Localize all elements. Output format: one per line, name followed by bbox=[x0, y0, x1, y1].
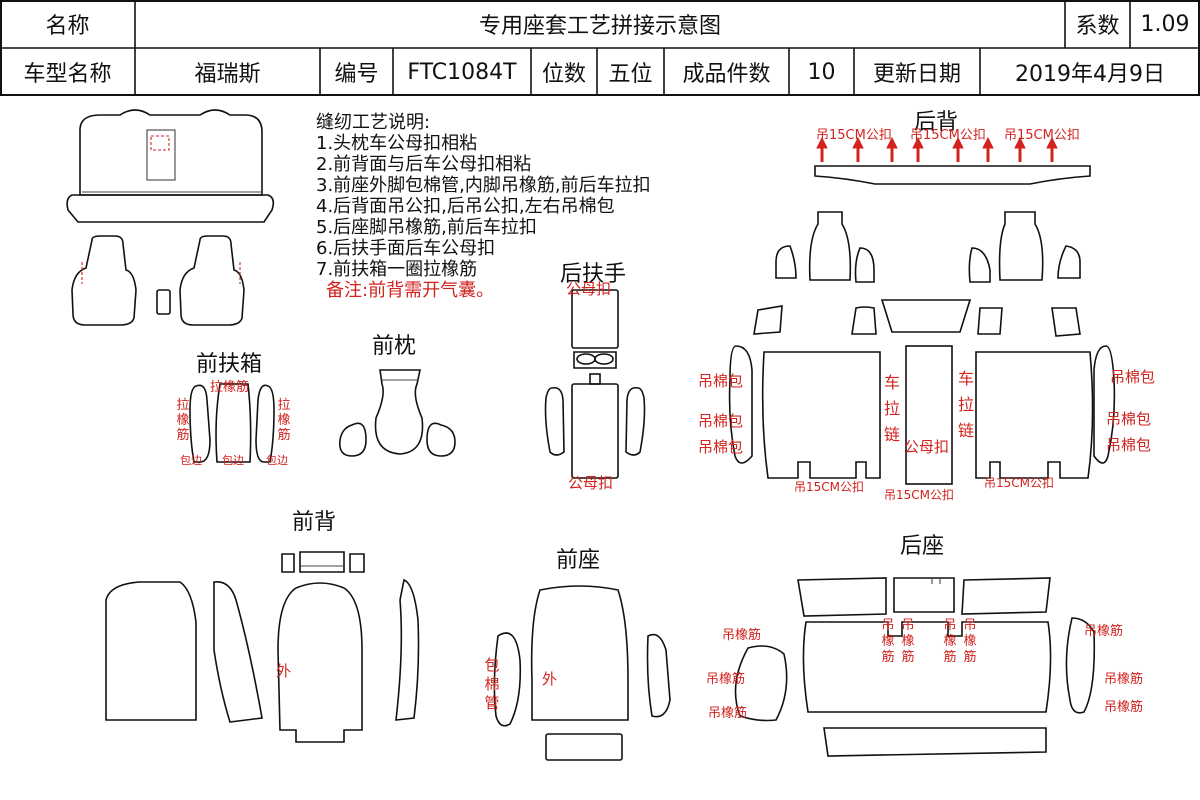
note-line-1: 1.头枕车公母扣相粘 bbox=[316, 133, 478, 154]
label-zipper-1: 车拉链 bbox=[884, 373, 901, 444]
section-rear-armrest: 后扶手 bbox=[560, 262, 627, 287]
label-cotton-bag-3: 吊棉包 bbox=[698, 438, 744, 456]
note-line-4: 4.后背面吊公扣,后吊公扣,左右吊棉包 bbox=[316, 196, 615, 217]
label-cotton-tube: 包棉管 bbox=[484, 656, 500, 712]
model-value: 福瑞斯 bbox=[194, 62, 261, 87]
label-rear-elastic-6: 吊橡筋 bbox=[1104, 700, 1144, 715]
sewing-notes: 缝纫工艺说明: 1.头枕车公母扣相粘 2.前背面与后车公母扣相粘 3.前座外脚包… bbox=[316, 112, 651, 301]
hang-arrows bbox=[816, 136, 1058, 162]
rear-back-pieces bbox=[728, 165, 1116, 485]
pieces-value: 10 bbox=[807, 59, 836, 85]
label-cotton-bag-6: 吊棉包 bbox=[1106, 436, 1152, 454]
header-table: 名称 专用座套工艺拼接示意图 系数 1.09 车型名称 福瑞斯 编号 FTC10… bbox=[0, 0, 1200, 96]
label-rear-elastic-1: 吊橡筋 bbox=[722, 628, 762, 643]
label-cotton-bag-4: 吊棉包 bbox=[1110, 368, 1156, 386]
section-front-console: 前扶箱 bbox=[196, 352, 263, 377]
section-rear-back: 后背 bbox=[914, 110, 959, 135]
label-male-button-rear-back: 公母扣 bbox=[904, 438, 950, 456]
label-rear-elastic-v4: 吊橡筋 bbox=[963, 618, 977, 665]
label-outer-front-seat: 外 bbox=[542, 670, 558, 688]
label-rear-elastic-3: 吊橡筋 bbox=[708, 706, 748, 721]
code-value: FTC1084T bbox=[407, 59, 517, 85]
note-line-3: 3.前座外脚包棉管,内脚吊橡筋,前后车拉扣 bbox=[316, 175, 651, 196]
label-zipper-2: 车拉链 bbox=[958, 369, 975, 440]
label-outer-front-back: 外 bbox=[276, 662, 292, 680]
rear-seat-pieces bbox=[734, 577, 1096, 757]
label-hang-15cm-3: 吊15CM公扣 bbox=[1004, 128, 1080, 143]
date-value: 2019年4月9日 bbox=[1015, 62, 1165, 87]
coefficient-label: 系数 bbox=[1075, 14, 1120, 39]
label-hang-15cm-5: 吊15CM公扣 bbox=[884, 488, 955, 502]
notes-heading: 缝纫工艺说明: bbox=[316, 112, 431, 133]
rear-armrest-pieces bbox=[544, 289, 646, 479]
label-binding-2: 包边 bbox=[222, 454, 244, 467]
note-line-2: 2.前背面与后车公母扣相粘 bbox=[316, 154, 532, 175]
header-grid-lines bbox=[0, 0, 1200, 96]
label-rear-elastic-v2: 吊橡筋 bbox=[901, 618, 915, 665]
label-cotton-bag-5: 吊棉包 bbox=[1106, 410, 1152, 428]
front-seat-pieces bbox=[493, 585, 671, 761]
section-rear-seat: 后座 bbox=[900, 534, 945, 559]
name-label: 名称 bbox=[45, 14, 90, 39]
note-line-5: 5.后座脚吊橡筋,前后车拉扣 bbox=[316, 217, 537, 238]
label-console-right-elastic: 拉橡筋 bbox=[277, 398, 291, 443]
pieces-label: 成品件数 bbox=[682, 62, 771, 87]
label-cotton-bag-1: 吊棉包 bbox=[698, 372, 744, 390]
seats-value: 五位 bbox=[608, 62, 653, 87]
label-console-pull-elastic: 拉橡筋 bbox=[210, 380, 250, 395]
label-console-left-elastic: 拉橡筋 bbox=[176, 398, 190, 443]
coefficient-value: 1.09 bbox=[1140, 11, 1190, 37]
section-front-headrest: 前枕 bbox=[372, 334, 417, 359]
label-binding-1: 包边 bbox=[180, 454, 202, 467]
label-rear-elastic-2: 吊橡筋 bbox=[706, 672, 746, 687]
seats-label: 位数 bbox=[541, 62, 586, 87]
date-label: 更新日期 bbox=[872, 62, 961, 87]
label-armrest-button-top: 公母扣 bbox=[566, 280, 612, 298]
front-console-pieces bbox=[189, 383, 275, 463]
remark-line: 备注:前背需开气囊。 bbox=[326, 280, 495, 301]
front-back-pieces bbox=[105, 551, 420, 743]
label-rear-elastic-4: 吊橡筋 bbox=[1084, 624, 1124, 639]
seat-set-thumbnail bbox=[66, 109, 275, 326]
label-rear-elastic-v3: 吊橡筋 bbox=[943, 618, 957, 665]
label-rear-elastic-5: 吊橡筋 bbox=[1104, 672, 1144, 687]
model-label: 车型名称 bbox=[23, 62, 112, 87]
section-front-back: 前背 bbox=[292, 510, 337, 535]
note-line-7: 7.前扶箱一圈拉橡筋 bbox=[316, 259, 478, 280]
label-armrest-button-bottom: 公母扣 bbox=[568, 474, 614, 492]
sheet-title: 专用座套工艺拼接示意图 bbox=[478, 14, 721, 39]
label-hang-15cm-1: 吊15CM公扣 bbox=[816, 128, 892, 143]
label-hang-15cm-2: 吊15CM公扣 bbox=[910, 128, 986, 143]
label-hang-15cm-4: 吊15CM公扣 bbox=[794, 480, 865, 494]
section-front-seat: 前座 bbox=[556, 548, 601, 573]
front-headrest-pieces bbox=[338, 369, 456, 457]
label-cotton-bag-2: 吊棉包 bbox=[698, 412, 744, 430]
label-binding-3: 包边 bbox=[266, 454, 288, 467]
code-label: 编号 bbox=[334, 62, 379, 87]
label-hang-15cm-6: 吊15CM公扣 bbox=[984, 476, 1055, 490]
note-line-6: 6.后扶手面后车公母扣 bbox=[316, 238, 496, 259]
label-rear-elastic-v1: 吊橡筋 bbox=[881, 618, 895, 665]
